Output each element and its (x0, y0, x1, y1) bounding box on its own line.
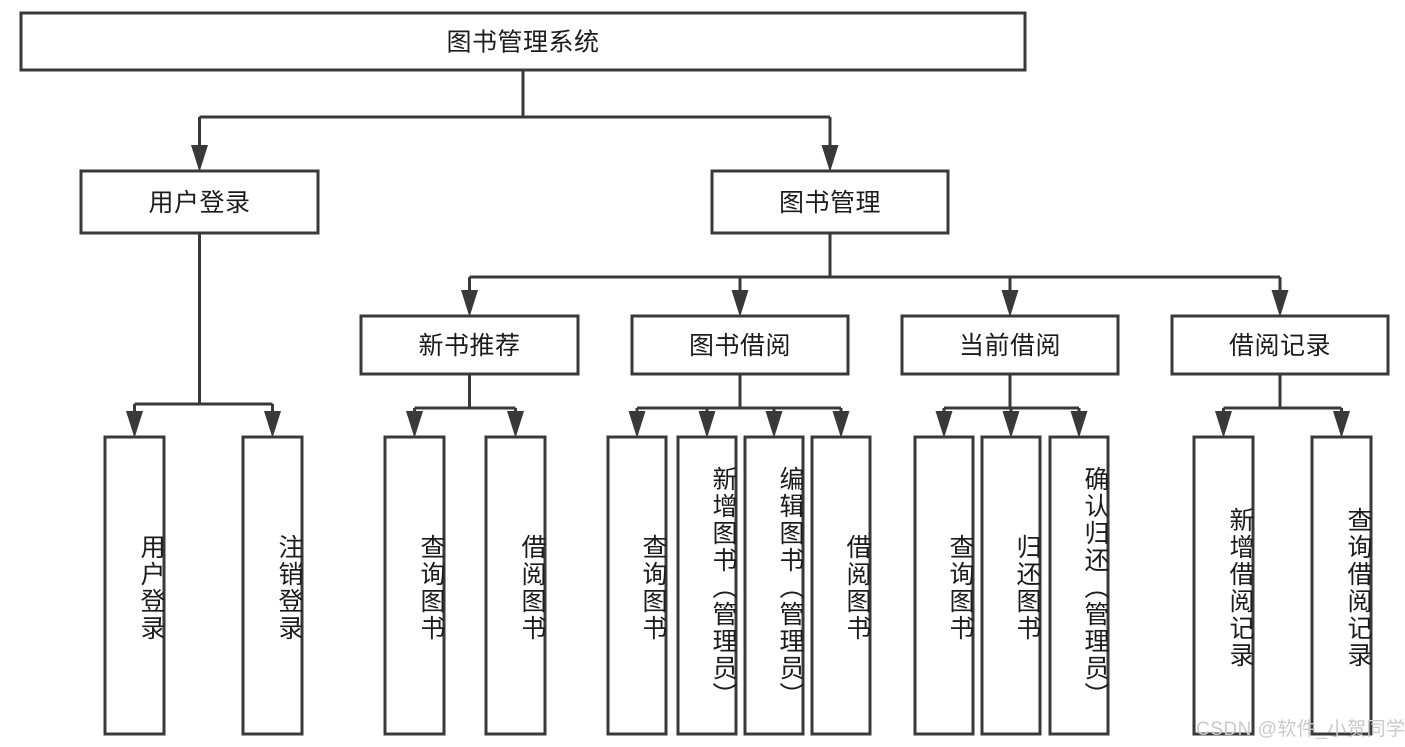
arrowhead-icon (191, 145, 208, 172)
node-box-current-borrow[interactable] (900, 314, 1120, 376)
arrowhead-icon (832, 411, 850, 438)
node-box-new-book-rec[interactable] (359, 314, 580, 376)
node-label-book-borrow: 图书借阅 (689, 332, 791, 360)
node-box-user-login[interactable] (79, 169, 320, 235)
arrowhead-icon (1215, 411, 1232, 438)
nodes-layer (19, 11, 1390, 736)
node-box-leaf-borrow-add[interactable] (676, 435, 738, 736)
node-label-root: 图书管理系统 (446, 29, 599, 57)
arrowhead-icon (821, 145, 839, 172)
arrowhead-icon (1002, 411, 1020, 438)
arrowhead-icon (935, 411, 953, 438)
node-box-book-borrow[interactable] (630, 314, 850, 376)
arrowhead-icon (1333, 411, 1350, 438)
node-box-leaf-user-login[interactable] (103, 435, 166, 736)
arrowhead-icon (1070, 411, 1088, 438)
node-box-leaf-cur-return[interactable] (980, 435, 1042, 736)
node-box-leaf-rec-add[interactable] (1192, 435, 1255, 736)
node-box-leaf-borrow-lend[interactable] (810, 435, 872, 736)
arrowhead-icon (698, 411, 716, 438)
node-box-leaf-user-logout[interactable] (241, 435, 304, 736)
node-box-root[interactable] (19, 11, 1027, 72)
node-box-leaf-borrow-edit[interactable] (743, 435, 805, 736)
node-label-borrow-record: 借阅记录 (1229, 332, 1331, 360)
node-label-new-book-rec: 新书推荐 (418, 332, 520, 360)
watermark-text: CSDN @软件_小贺同学 (1196, 719, 1405, 740)
arrowhead-icon (461, 290, 478, 317)
arrowhead-icon (628, 411, 646, 438)
arrowhead-icon (731, 290, 749, 317)
arrowhead-icon (264, 411, 281, 438)
node-box-leaf-borrow-query[interactable] (606, 435, 668, 736)
node-box-leaf-cur-confirm[interactable] (1048, 435, 1110, 736)
node-box-leaf-rec-search[interactable] (1310, 435, 1373, 736)
arrowhead-icon (1001, 290, 1019, 317)
node-label-current-borrow: 当前借阅 (959, 332, 1061, 360)
node-label-user-login: 用户登录 (148, 189, 250, 217)
node-box-leaf-rec-query[interactable] (383, 435, 446, 736)
arrowhead-icon (765, 411, 783, 438)
arrowhead-icon (507, 411, 524, 438)
arrowhead-icon (406, 411, 423, 438)
arrowhead-icon (126, 411, 143, 438)
node-box-borrow-record[interactable] (1170, 314, 1390, 376)
node-box-leaf-rec-borrow[interactable] (484, 435, 547, 736)
edges-layer (126, 70, 1350, 438)
node-box-leaf-cur-query[interactable] (913, 435, 975, 736)
node-label-book-manage: 图书管理 (779, 189, 881, 217)
arrowhead-icon (1271, 290, 1289, 317)
node-box-book-manage[interactable] (710, 169, 950, 235)
